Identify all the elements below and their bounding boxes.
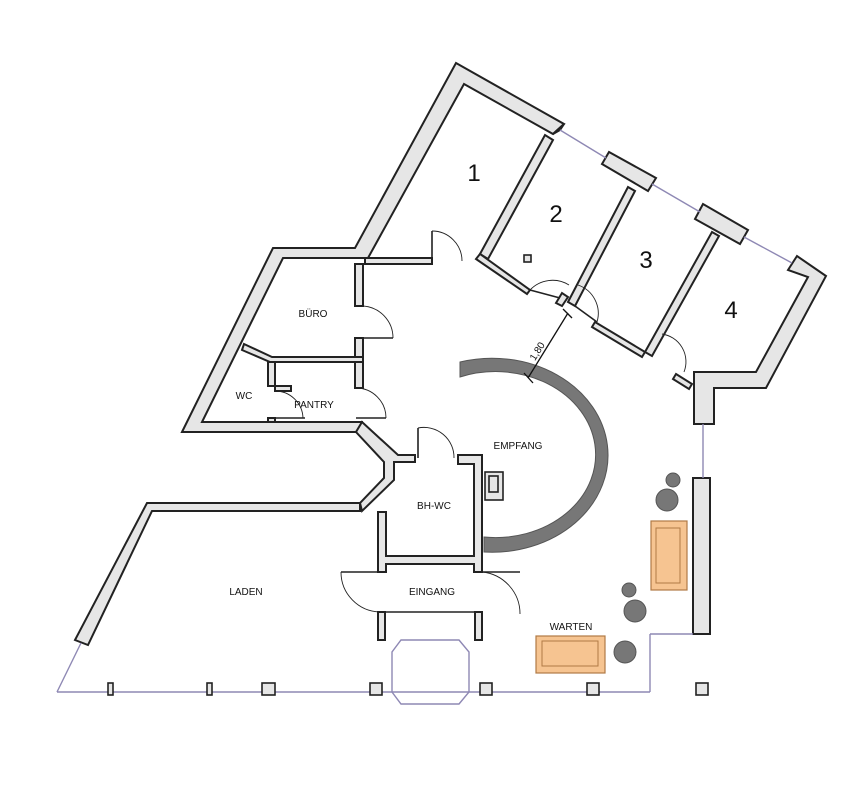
door-room-1[interactable] xyxy=(431,230,463,262)
room-2-label: 2 xyxy=(549,201,562,228)
door-room-2[interactable] xyxy=(529,279,570,299)
pantry-label: PANTRY xyxy=(294,400,334,411)
room-4-label: 4 xyxy=(724,297,737,324)
glass-facade xyxy=(56,129,793,705)
door-room-3[interactable] xyxy=(574,284,599,323)
waiting-furniture xyxy=(535,472,688,674)
interior-walls xyxy=(240,133,721,641)
wc-label: WC xyxy=(236,391,253,402)
buero-label: BÜRO xyxy=(299,308,328,320)
door-bh-wc[interactable] xyxy=(417,426,455,459)
door-room-4[interactable] xyxy=(661,333,687,373)
facade-pillars xyxy=(107,682,709,696)
door-eingang[interactable] xyxy=(340,571,521,615)
room-3-label: 3 xyxy=(639,247,652,274)
doors xyxy=(274,230,687,615)
sofa-bottom xyxy=(535,635,606,674)
empfang-label: EMPFANG xyxy=(494,441,543,452)
eingang-label: EINGANG xyxy=(409,587,455,598)
laden-label: LADEN xyxy=(229,587,262,598)
plant-icon xyxy=(655,488,679,512)
door-buero[interactable] xyxy=(362,305,394,339)
plant-icon xyxy=(621,582,637,598)
room-labels: 1 2 3 4 BÜRO WC PANTRY EMPFANG BH-WC LAD… xyxy=(229,160,737,633)
door-wc[interactable] xyxy=(274,390,305,419)
plant-icon xyxy=(623,599,647,623)
room-1-label: 1 xyxy=(467,160,480,187)
plant-icon xyxy=(665,472,681,488)
bh-wc-label: BH-WC xyxy=(417,501,451,512)
plant-icon xyxy=(613,640,637,664)
reception-desk xyxy=(459,357,609,553)
door-pantry[interactable] xyxy=(355,387,387,419)
sofa-right xyxy=(650,520,688,591)
warten-label: WARTEN xyxy=(550,622,593,633)
